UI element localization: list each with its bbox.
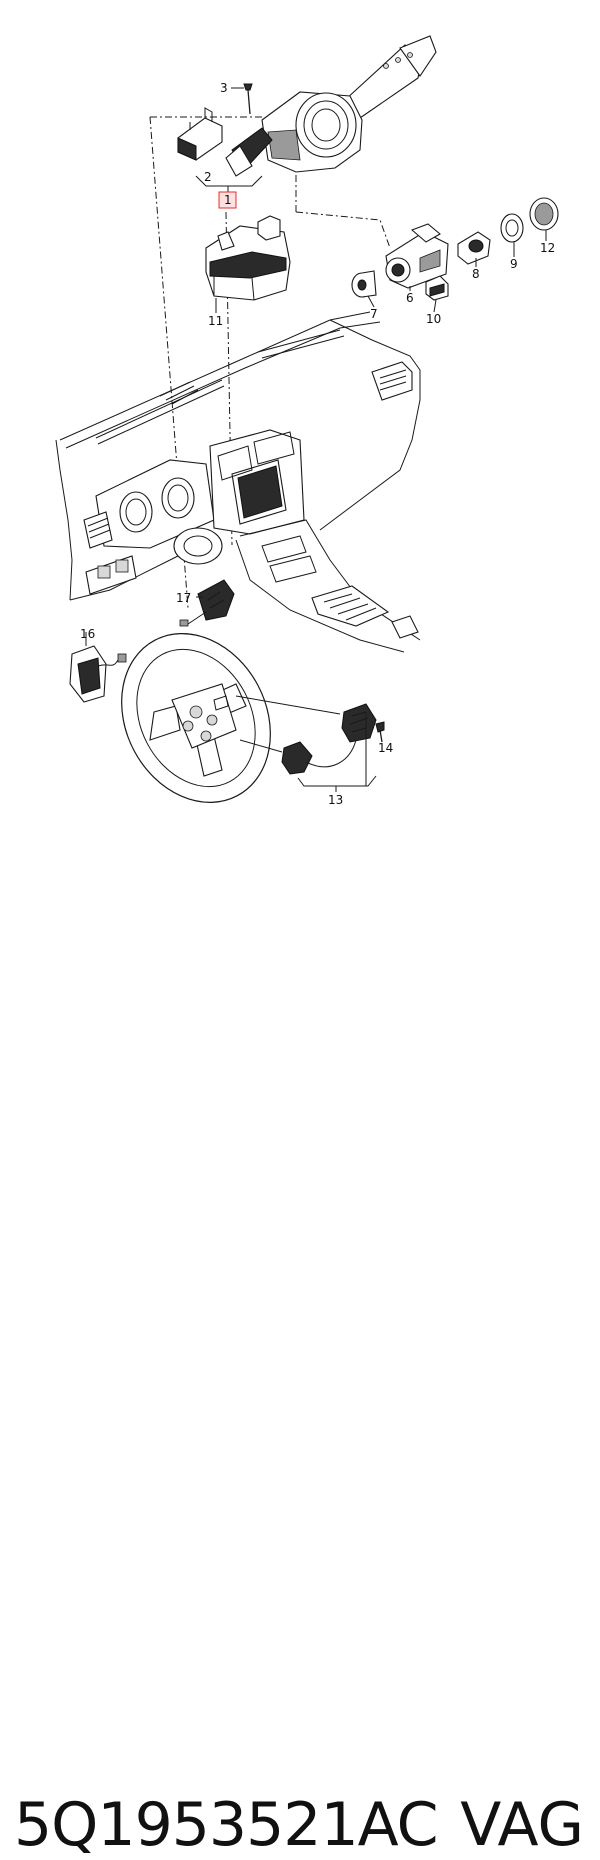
sensor-8	[457, 231, 491, 265]
callout-10: 10	[426, 312, 441, 326]
lock-cylinder-7	[351, 270, 377, 298]
ignition-lock-assembly	[385, 223, 449, 289]
callout-1: 1	[224, 193, 232, 207]
callout-9: 9	[510, 257, 518, 271]
button-module-17	[179, 579, 235, 627]
bracket-2	[177, 107, 223, 161]
callout-2: 2	[204, 170, 212, 184]
steering-wheel	[121, 633, 271, 803]
callout-14: 14	[378, 741, 393, 755]
connector-10	[425, 275, 449, 301]
callout-17: 17	[176, 591, 191, 605]
part-number: 5Q1953521AC	[14, 1790, 439, 1860]
callout-labels: 3 2 1 11 7 6 10 8 9 12 17 16 14 13	[80, 81, 555, 807]
dashboard	[55, 311, 421, 653]
screw-3	[243, 83, 253, 115]
callout-8: 8	[472, 267, 480, 281]
control-module-11	[205, 215, 291, 301]
button-module-16	[69, 632, 127, 703]
callout-7: 7	[370, 307, 378, 321]
callout-6: 6	[406, 291, 414, 305]
callout-13: 13	[328, 793, 343, 807]
brand-name: VAG	[460, 1790, 584, 1860]
callout-16: 16	[80, 627, 95, 641]
group-bracket-1-2	[195, 175, 263, 209]
caption: 5Q1953521AC VAG	[0, 890, 600, 1860]
ring-9	[500, 213, 524, 243]
callout-11: 11	[208, 314, 223, 328]
trim-ring-12	[529, 197, 559, 231]
callout-3: 3	[220, 81, 228, 95]
switch-assembly-13	[235, 695, 377, 792]
callout-12: 12	[540, 241, 555, 255]
combination-switch	[225, 35, 437, 177]
exploded-parts-diagram: 3 2 1 11 7 6 10 8 9 12 17 16 14 13	[55, 35, 559, 807]
screw-14	[375, 721, 385, 743]
